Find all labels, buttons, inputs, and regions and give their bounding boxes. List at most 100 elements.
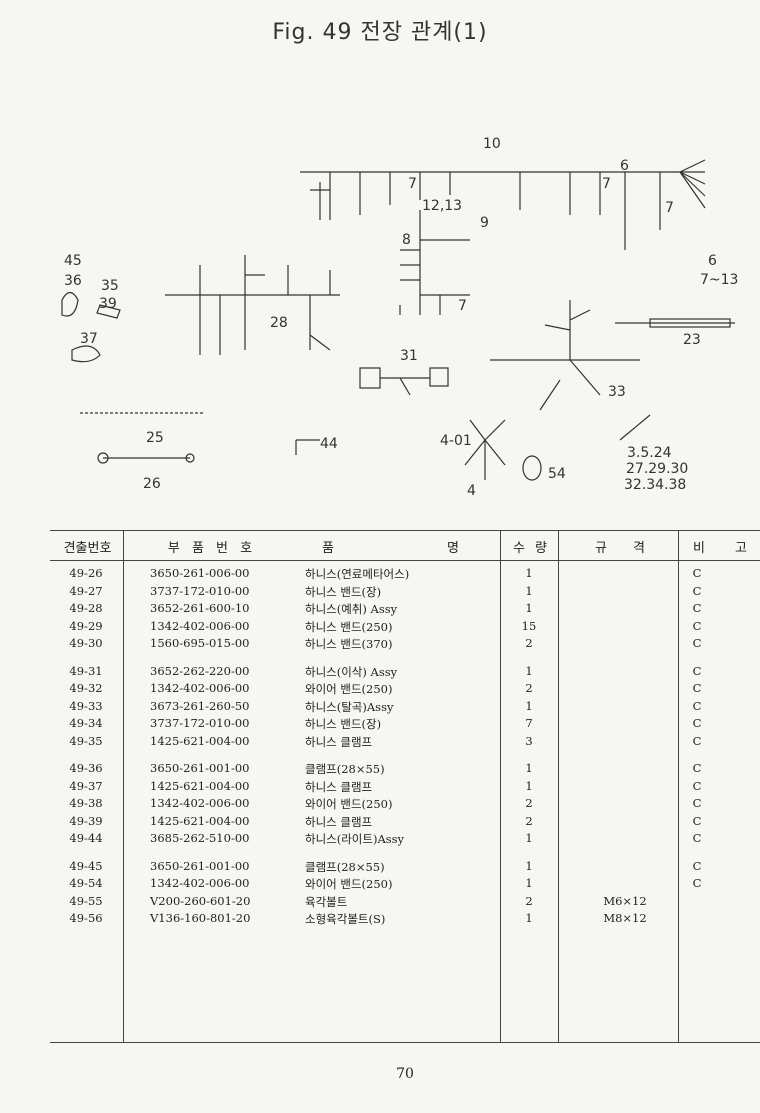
cell-name: 하니스(연료메타어스): [305, 567, 410, 581]
svg-text:35: 35: [101, 278, 119, 294]
cell-qty: 1: [525, 778, 533, 793]
cell-qty: 2: [525, 796, 533, 810]
cell-no: 49-45: [69, 858, 103, 873]
header-name-1: 품: [322, 541, 334, 556]
cell-remark: C: [692, 681, 702, 695]
cell-remark: C: [692, 663, 702, 678]
cell-remark: C: [692, 761, 702, 775]
cell-name: 육각볼트: [305, 894, 348, 909]
header-remark: 비 고: [692, 541, 748, 556]
svg-text:7: 7: [458, 298, 467, 314]
page-number: 70: [396, 1066, 414, 1082]
svg-text:7: 7: [408, 176, 417, 192]
cell-part: V200-260-601-20: [150, 893, 251, 908]
cell-remark: C: [692, 583, 702, 598]
cell-qty: 1: [525, 601, 533, 615]
svg-text:28: 28: [270, 315, 288, 331]
cell-name: 와이어 밴드(250): [305, 797, 393, 811]
cell-qty: 7: [525, 716, 533, 730]
svg-text:44: 44: [320, 436, 338, 452]
cell-qty: 1: [525, 876, 533, 890]
cell-remark: C: [692, 716, 702, 730]
cell-qty: 1: [525, 698, 533, 713]
cell-remark: C: [692, 876, 702, 890]
cell-remark: C: [692, 831, 702, 845]
cell-qty: 3: [525, 733, 533, 748]
svg-text:36: 36: [64, 273, 82, 289]
cell-name: 와이어 밴드(250): [305, 877, 393, 891]
wiring-diagram: 10 6 7 7 7 12,13 9 8 45 36 35 39 28 7 6 …: [61, 136, 738, 499]
cell-no: 49-30: [69, 636, 103, 650]
cell-name: 클램프(28×55): [305, 762, 385, 776]
cell-name: 하니스 클램프: [305, 734, 373, 749]
svg-text:10: 10: [483, 136, 501, 152]
table-row: 49-34 3737-172-010-00 하니스 밴드(장) 7 C: [50, 716, 760, 733]
cell-qty: 2: [525, 636, 533, 650]
cell-part: 1342-402-006-00: [150, 681, 250, 695]
svg-text:54: 54: [548, 466, 566, 482]
cell-qty: 2: [525, 681, 533, 695]
cell-qty: 1: [525, 858, 533, 873]
cell-name: 하니스(탈곡)Assy: [305, 699, 394, 714]
svg-text:7~13: 7~13: [700, 272, 738, 288]
cell-name: 하니스 클램프: [305, 779, 373, 794]
table-row: 49-36 3650-261-001-00 클램프(28×55) 1 C: [50, 761, 760, 778]
cell-remark: C: [692, 858, 702, 873]
cell-name: 하니스 밴드(장): [305, 717, 382, 731]
cell-qty: 2: [525, 893, 533, 908]
cell-name: 소형육각볼트(S): [305, 912, 386, 926]
cell-no: 49-29: [69, 618, 103, 633]
cell-qty: 2: [525, 813, 533, 828]
cell-part: 1425-621-004-00: [150, 733, 250, 748]
cell-qty: 1: [525, 761, 533, 775]
cell-no: 49-39: [69, 813, 103, 828]
cell-no: 49-37: [69, 778, 103, 793]
svg-text:45: 45: [64, 253, 82, 269]
cell-no: 49-55: [69, 893, 103, 908]
cell-part: 1342-402-006-00: [150, 876, 250, 890]
cell-part: 3650-261-001-00: [150, 761, 250, 775]
cell-qty: 15: [521, 618, 537, 633]
cell-part: 3652-262-220-00: [150, 663, 250, 678]
cell-part: 3737-172-010-00: [150, 716, 250, 730]
svg-text:27.29.30: 27.29.30: [626, 461, 688, 477]
svg-text:9: 9: [480, 215, 489, 231]
cell-spec: M6×12: [603, 893, 647, 908]
cell-qty: 1: [525, 911, 533, 925]
svg-text:25: 25: [146, 430, 164, 446]
table-row: 49-54 1342-402-006-00 와이어 밴드(250) 1 C: [50, 876, 760, 893]
header-name-2: 명: [447, 541, 459, 556]
cell-no: 49-54: [69, 876, 103, 890]
cell-no: 49-31: [69, 663, 103, 678]
cell-no: 49-56: [69, 911, 103, 925]
header-spec: 규 격: [594, 541, 646, 556]
cell-name: 하니스 밴드(250): [305, 619, 393, 634]
svg-text:26: 26: [143, 476, 161, 492]
cell-part: 3650-261-006-00: [150, 566, 250, 580]
cell-remark: C: [692, 698, 702, 713]
cell-no: 49-36: [69, 761, 103, 775]
cell-qty: 1: [525, 831, 533, 845]
cell-remark: C: [692, 566, 702, 580]
svg-text:31: 31: [400, 348, 418, 364]
cell-remark: C: [692, 813, 702, 828]
header-ref-no: 견출번호: [63, 541, 112, 556]
svg-text:4: 4: [467, 483, 476, 499]
cell-no: 49-38: [69, 796, 103, 810]
cell-qty: 1: [525, 663, 533, 678]
svg-text:3.5.24: 3.5.24: [627, 445, 672, 461]
cell-name: 하니스(예취) Assy: [305, 602, 398, 616]
cell-name: 와이어 밴드(250): [305, 682, 393, 696]
cell-no: 49-34: [69, 716, 103, 730]
